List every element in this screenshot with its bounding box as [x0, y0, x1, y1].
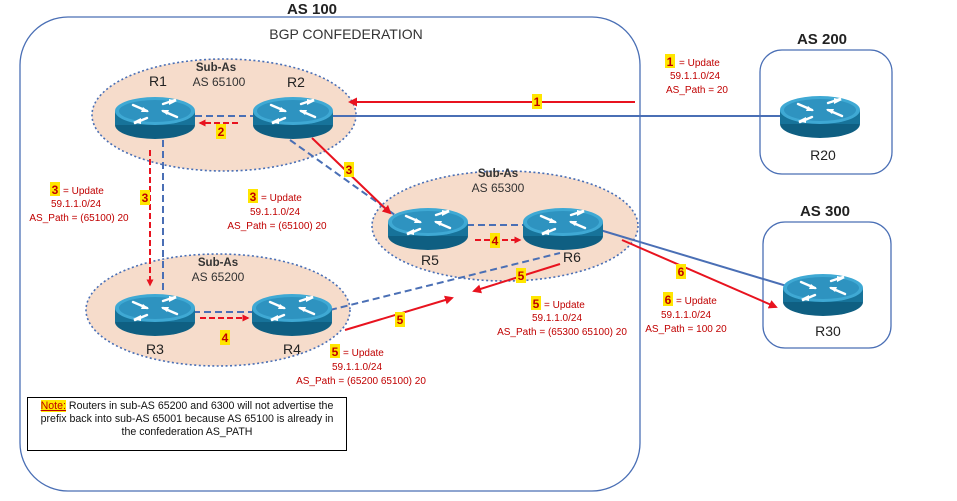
subas-65100-label: Sub-As: [196, 62, 236, 74]
subas-65300-label: Sub-As: [478, 168, 518, 180]
svg-text:59.1.1.0/24: 59.1.1.0/24: [332, 362, 382, 373]
svg-text:= Update: = Update: [261, 193, 302, 204]
svg-text:3: 3: [346, 163, 353, 177]
svg-text:5: 5: [518, 269, 525, 283]
router-icon: [386, 206, 470, 252]
svg-text:3: 3: [142, 191, 149, 205]
router-r4-name: R4: [283, 341, 301, 357]
svg-text:1: 1: [667, 55, 674, 69]
svg-text:5: 5: [332, 345, 339, 359]
svg-text:AS_Path = (65300 65100) 20: AS_Path = (65300 65100) 20: [497, 327, 627, 338]
annotation-update-3-mid: 3 = Update 59.1.1.0/24 AS_Path = (65100)…: [227, 189, 327, 232]
svg-text:4: 4: [222, 331, 229, 345]
confederation-note: Note: Routers in sub-AS 65200 and 6300 w…: [27, 397, 347, 451]
router-icon: [781, 272, 865, 318]
annotation-update-3-left: 3 = Update 59.1.1.0/24 AS_Path = (65100)…: [29, 182, 129, 224]
router-icon: [251, 95, 335, 141]
step-badge-3-mid: 3: [344, 162, 354, 177]
router-r6-name: R6: [563, 249, 581, 265]
svg-text:2: 2: [218, 125, 225, 139]
step-badge-4-left: 4: [220, 330, 230, 345]
subas-65300-number: AS 65300: [472, 181, 525, 195]
step-badge-3-left: 3: [140, 190, 150, 205]
step-badge-1: 1: [532, 94, 542, 109]
router-icon: [113, 292, 197, 338]
annotation-update-1: 1 = Update 59.1.1.0/24 AS_Path = 20: [665, 54, 728, 96]
svg-text:6: 6: [665, 293, 672, 307]
router-r5-name: R5: [421, 252, 439, 268]
svg-text:59.1.1.0/24: 59.1.1.0/24: [532, 313, 582, 324]
svg-text:= Update: = Update: [343, 348, 384, 359]
svg-text:5: 5: [533, 297, 540, 311]
router-icon: [113, 95, 197, 141]
step-badge-5-right: 5: [516, 268, 526, 283]
annotation-update-5-right: 5 = Update 59.1.1.0/24 AS_Path = (65300 …: [497, 296, 627, 338]
annotation-update-6: 6 = Update 59.1.1.0/24 AS_Path = 100 20: [645, 292, 727, 335]
svg-text:1: 1: [534, 95, 541, 109]
confederation-title: BGP CONFEDERATION: [269, 26, 423, 42]
step-badge-6: 6: [676, 264, 686, 279]
as100-boundary: [19, 16, 641, 492]
svg-text:= Update: = Update: [544, 300, 585, 311]
note-label: Note:: [40, 400, 66, 412]
link-r4-r6: [329, 252, 561, 311]
svg-text:5: 5: [397, 313, 404, 327]
as300-boundary: [762, 221, 892, 349]
svg-text:= Update: = Update: [63, 186, 104, 197]
svg-text:AS_Path = (65100) 20: AS_Path = (65100) 20: [29, 213, 129, 224]
svg-text:AS_Path = (65100) 20: AS_Path = (65100) 20: [227, 221, 327, 232]
svg-text:4: 4: [492, 234, 499, 248]
note-text: Routers in sub-AS 65200 and 6300 will no…: [40, 400, 334, 438]
svg-text:3: 3: [52, 183, 59, 197]
step-badge-5-bottom: 5: [395, 312, 405, 327]
svg-text:3: 3: [250, 190, 257, 204]
as200-title: AS 200: [797, 31, 847, 48]
router-icon: [521, 206, 605, 252]
router-r20-name: R20: [810, 147, 836, 163]
router-icon: [778, 94, 862, 140]
annotation-update-5-bottom: 5 = Update 59.1.1.0/24 AS_Path = (65200 …: [296, 344, 426, 387]
svg-text:59.1.1.0/24: 59.1.1.0/24: [250, 207, 300, 218]
router-r30-name: R30: [815, 323, 841, 339]
subas-65100-number: AS 65100: [193, 75, 246, 89]
step-badge-2: 2: [216, 124, 226, 139]
update-arrow-6: [621, 239, 778, 309]
svg-text:59.1.1.0/24: 59.1.1.0/24: [670, 71, 720, 82]
step-badge-4-right: 4: [490, 233, 500, 248]
svg-text:6: 6: [678, 265, 685, 279]
svg-text:AS_Path = (65200 65100) 20: AS_Path = (65200 65100) 20: [296, 376, 426, 387]
as300-title: AS 300: [800, 203, 850, 220]
svg-text:59.1.1.0/24: 59.1.1.0/24: [661, 310, 711, 321]
svg-text:= Update: = Update: [676, 296, 717, 307]
router-r3-name: R3: [146, 341, 164, 357]
as100-title: AS 100: [287, 1, 337, 18]
link-r6-r30: [599, 229, 801, 291]
svg-text:= Update: = Update: [679, 58, 720, 69]
router-icon: [250, 292, 334, 338]
svg-text:AS_Path = 100 20: AS_Path = 100 20: [645, 324, 727, 335]
subas-65200-label: Sub-As: [198, 257, 238, 269]
subas-65200-number: AS 65200: [192, 270, 245, 284]
router-r1-name: R1: [149, 73, 167, 89]
router-r2-name: R2: [287, 74, 305, 90]
as200-boundary: [759, 49, 893, 175]
svg-text:59.1.1.0/24: 59.1.1.0/24: [51, 199, 101, 210]
svg-text:AS_Path = 20: AS_Path = 20: [666, 85, 728, 96]
